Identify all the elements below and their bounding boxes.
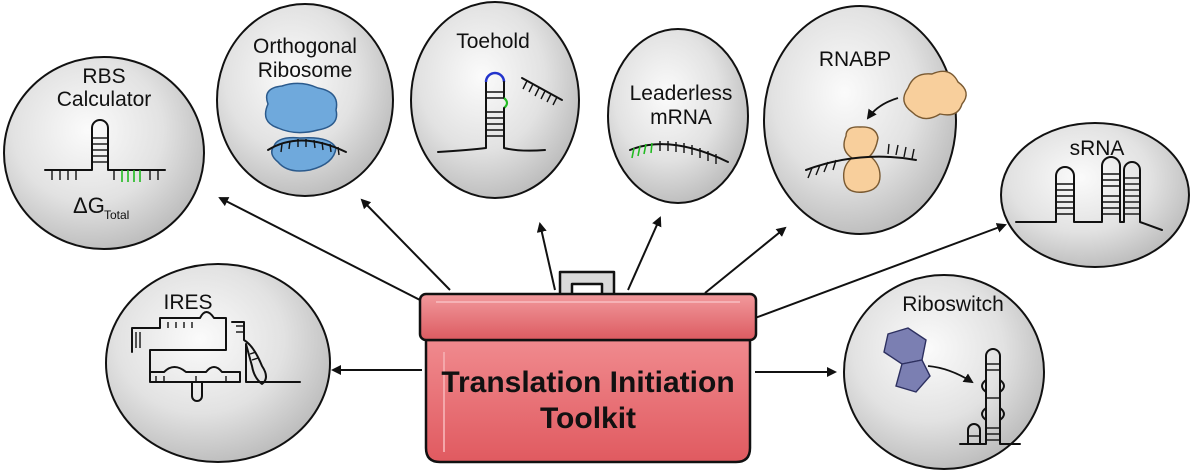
toehold-bubble: Toehold [410, 1, 580, 199]
arrows [218, 197, 1007, 377]
orthogonal-ribosome-bubble: Orthogonal Ribosome [216, 3, 394, 197]
ligand-binding-arrow [927, 365, 974, 384]
rbs-calculator-bubble: RBS Calculator ΔG Total [3, 56, 205, 250]
delta-g-subscript: Total [104, 208, 129, 222]
ires-structure-icon [131, 311, 301, 402]
riboswitch-bubble: Riboswitch [843, 274, 1045, 470]
mrna-strand-icon [629, 141, 729, 164]
riboswitch-aptamer-icon [959, 348, 1021, 445]
toehold-label: Toehold [456, 30, 530, 53]
rna-binding-protein-icon [805, 70, 967, 193]
arrow-to-toehold [536, 222, 556, 291]
arrow-to-rbs-calculator [218, 197, 421, 301]
rnabp-label: RNABP [819, 48, 891, 71]
leaderless-mrna-bubble: Leaderless mRNA [607, 28, 749, 204]
toehold-switch-icon [437, 71, 563, 153]
arrow-to-srna [754, 223, 1007, 319]
rbs-hairpin-icon [44, 119, 166, 182]
arrow-to-orthogonal-ribosome [360, 198, 451, 291]
srna-label: sRNA [1070, 137, 1125, 160]
toolbox-body [424, 338, 752, 464]
rbs-calculator-label-line2: Calculator [57, 88, 152, 111]
riboswitch-label: Riboswitch [902, 293, 1004, 316]
rnabp-bubble: RNABP [763, 5, 967, 235]
toolkit-title-line1: Translation Initiation [441, 366, 734, 399]
orthogonal-ribosome-label-line2: Ribosome [258, 59, 353, 82]
toolbox-icon: Translation Initiation Toolkit [418, 270, 758, 464]
arrow-to-rnabp [704, 226, 787, 294]
orthogonal-ribosome-label-line1: Orthogonal [253, 35, 357, 58]
leaderless-mrna-label-line1: Leaderless [630, 82, 733, 105]
leaderless-mrna-label-line2: mRNA [650, 106, 712, 129]
rbs-calculator-label-line1: RBS [82, 65, 125, 88]
ligand-molecule-icon [883, 327, 931, 393]
toolkit-title-line2: Toolkit [540, 402, 636, 435]
srna-bubble: sRNA [1000, 122, 1190, 268]
ires-label: IRES [163, 291, 212, 314]
srna-hairpins-icon [1015, 156, 1163, 231]
ribosome-icon [264, 82, 347, 172]
arrow-to-leaderless-mrna [627, 216, 662, 291]
delta-g-symbol: ΔG [73, 193, 105, 218]
ires-bubble: IRES [105, 263, 331, 463]
toolbox-handle [558, 270, 616, 298]
toolbox-lid [418, 292, 758, 342]
